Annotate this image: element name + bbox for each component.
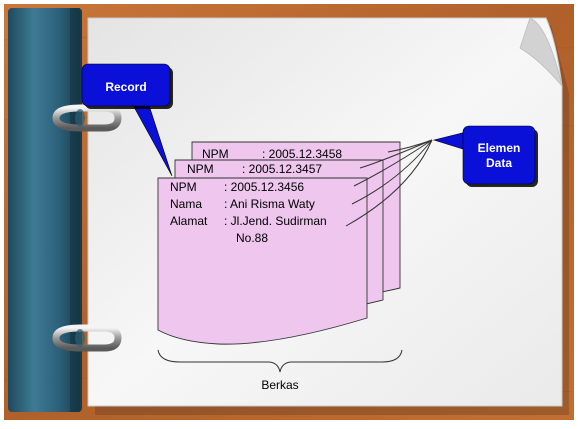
record-callout: Record bbox=[81, 63, 173, 177]
front-row-label: Alamat bbox=[170, 214, 208, 228]
binder-ring-top bbox=[52, 104, 122, 132]
elemen-callout-line1: Elemen bbox=[478, 141, 521, 155]
binder-ring-bottom bbox=[52, 324, 122, 352]
middle-npm-label: NPM bbox=[187, 162, 214, 176]
front-row-value: : Ani Risma Waty bbox=[224, 197, 315, 211]
middle-npm-value: : 2005.12.3457 bbox=[242, 162, 322, 176]
back-npm-value: : 2005.12.3458 bbox=[262, 147, 342, 161]
front-row-label: NPM bbox=[170, 180, 197, 194]
record-card-front bbox=[157, 177, 368, 345]
front-row-value: : 2005.12.3456 bbox=[224, 180, 304, 194]
berkas-label: Berkas bbox=[261, 378, 298, 392]
berkas-brace bbox=[157, 349, 403, 373]
page-curl bbox=[519, 17, 563, 87]
elemen-data-callout: Elemen Data bbox=[432, 125, 538, 187]
front-row-value: : Jl.Jend. Sudirman bbox=[224, 214, 327, 228]
front-row-value: No.88 bbox=[236, 231, 268, 245]
front-row-label: Nama bbox=[170, 197, 202, 211]
back-npm-label: NPM bbox=[202, 147, 229, 161]
element-pointer-lines bbox=[345, 139, 433, 227]
elemen-callout-line2: Data bbox=[486, 156, 512, 170]
record-callout-label: Record bbox=[105, 80, 146, 94]
